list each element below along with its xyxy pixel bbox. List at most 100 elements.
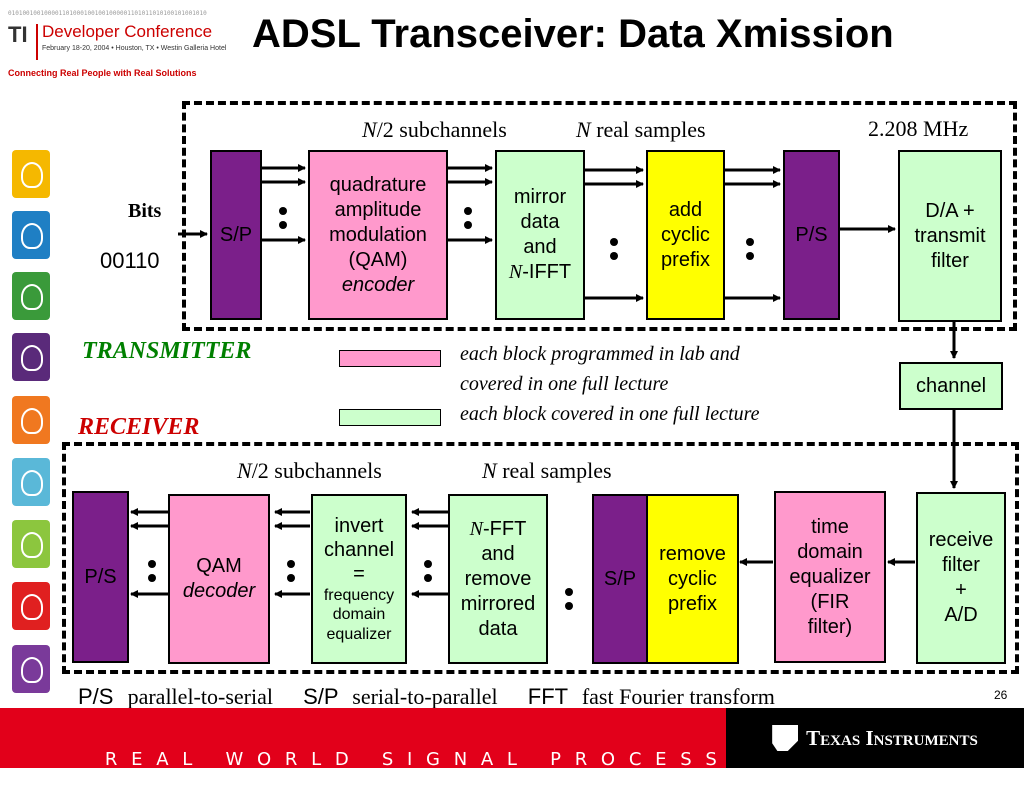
legend-pink-swatch xyxy=(339,350,441,367)
rx-remove-cyclic-prefix-block: remove cyclic prefix xyxy=(646,494,739,664)
logo-title: Developer Conference xyxy=(42,22,213,41)
tx-mirror-l1: mirror xyxy=(513,186,567,208)
tx-sp-label: S/P xyxy=(219,223,253,246)
rx-fft-l2: and xyxy=(481,542,515,565)
logo-date: February 18-20, 2004 • Houston, TX • Wes… xyxy=(42,45,227,52)
sidebar-icon-4 xyxy=(12,333,50,381)
logo-tagline: Connecting Real People with Real Solutio… xyxy=(8,68,197,78)
tx-mirror-l3: and xyxy=(523,236,557,258)
channel-label: channel xyxy=(915,374,987,397)
page-number: 26 xyxy=(994,688,1008,702)
tx-samples-label: N real samples xyxy=(576,117,706,143)
rx-inv-l4: frequency xyxy=(323,587,395,605)
logo-ti: TI xyxy=(8,22,28,47)
conference-logo: 0101001001000011010001001001000001101011… xyxy=(8,2,228,82)
legend-pink-text-2: covered in one full lecture xyxy=(460,373,669,395)
rx-rf-l2: filter xyxy=(942,554,980,576)
sidebar-icon-6 xyxy=(12,458,50,506)
tx-qam-encoder-block: quadrature amplitude modulation (QAM) en… xyxy=(308,150,448,320)
tx-sp-block: S/P xyxy=(210,150,262,320)
rx-receive-filter-block: receive filter + A/D xyxy=(916,492,1006,664)
rx-rf-l3: + xyxy=(955,579,967,601)
bits-label: Bits xyxy=(128,200,162,222)
page-title: ADSL Transceiver: Data Xmission xyxy=(252,12,894,56)
rx-subchannels-text: /2 subchannels xyxy=(251,458,382,483)
rx-fft-l3: remove xyxy=(464,567,532,590)
ti-logo-text: Texas Instruments xyxy=(806,725,978,750)
rx-fft-l5: data xyxy=(478,617,518,640)
rx-fft-text: -FFT xyxy=(483,517,527,540)
bits-value: 00110 xyxy=(100,248,160,273)
tx-qam-l5: encoder xyxy=(341,273,415,296)
rx-rcp-l3: prefix xyxy=(668,592,717,615)
rx-inv-l2: channel xyxy=(323,539,395,562)
logo-divider xyxy=(36,24,38,60)
ti-logo-area: Texas Instruments xyxy=(726,708,1024,768)
tx-samples-n: N xyxy=(576,117,591,142)
tx-da-l1: D/A + xyxy=(925,199,975,222)
rx-rcp-l1: remove xyxy=(659,542,726,565)
tx-mirror-ifft: -IFFT xyxy=(522,261,572,283)
tx-subchannels-label: N/2 subchannels xyxy=(362,117,507,143)
rx-teq-l1: time xyxy=(811,515,849,538)
sidebar-icon-5 xyxy=(12,396,50,444)
tx-qam-l4: (QAM) xyxy=(348,248,408,271)
logo-binary-strip: 0101001001000011010001001001000001101011… xyxy=(8,10,207,17)
tx-da-l2: transmit xyxy=(914,224,986,247)
rx-dots-4 xyxy=(565,588,575,616)
tx-dots-3 xyxy=(610,238,620,266)
legend-green-text: each block covered in one full lecture xyxy=(460,403,760,425)
footer-tagline-text: R E A L W O R L D S I G N A L P R O C E … xyxy=(104,749,795,770)
rx-dots-1 xyxy=(148,560,158,588)
rx-qam-decoder-block: QAM decoder xyxy=(168,494,270,664)
tx-cp-l3: prefix xyxy=(661,248,710,271)
tx-qam-l2: amplitude xyxy=(334,198,422,221)
legend-green-swatch xyxy=(339,409,441,426)
rx-fft-block: N-FFT and remove mirrored data xyxy=(448,494,548,664)
channel-block: channel xyxy=(899,362,1003,410)
rx-ps-block: P/S xyxy=(72,491,129,663)
rx-sp-label: S/P xyxy=(603,567,637,590)
rx-subchannels-n: N xyxy=(237,458,252,483)
rx-dots-3 xyxy=(424,560,434,588)
tx-mirror-l2: data xyxy=(520,211,560,233)
ti-logo-icon xyxy=(772,725,799,751)
rx-qam-l2: decoder xyxy=(182,580,256,602)
tx-frequency-label: 2.208 MHz xyxy=(868,116,969,141)
tx-ps-block: P/S xyxy=(783,150,840,320)
rx-rf-l1: receive xyxy=(928,529,994,551)
receiver-section-label: RECEIVER xyxy=(78,414,200,440)
def-fft-abbr: FFT xyxy=(527,684,568,709)
tx-mirror-ifft-block: mirror data and N-IFFT xyxy=(495,150,585,320)
rx-teq-l3: equalizer xyxy=(789,565,871,588)
sidebar-icon-3 xyxy=(12,272,50,320)
tx-mirror-l4: N-IFFT xyxy=(509,260,571,285)
def-fft-text: fast Fourier transform xyxy=(581,684,775,709)
def-ps-abbr: P/S xyxy=(78,684,114,709)
tx-qam-l3: modulation xyxy=(329,223,427,246)
def-ps-text: parallel-to-serial xyxy=(127,684,273,709)
tx-da-filter-block: D/A + transmit filter xyxy=(898,150,1002,322)
tx-ps-label: P/S xyxy=(795,223,828,246)
sidebar-icon-1 xyxy=(12,150,50,198)
rx-ps-label: P/S xyxy=(84,565,117,588)
transmitter-box xyxy=(182,101,1017,331)
rx-dots-2 xyxy=(287,560,297,588)
sidebar-icon-2 xyxy=(12,211,50,259)
tx-add-cyclic-prefix-block: add cyclic prefix xyxy=(646,150,725,320)
sidebar-icon-7 xyxy=(12,520,50,568)
abbreviation-definitions: P/S parallel-to-serial S/P serial-to-par… xyxy=(78,684,775,710)
tx-mirror-n: N xyxy=(508,261,523,283)
rx-fft-n: N xyxy=(469,517,484,540)
rx-fft-l1: N-FFT xyxy=(470,517,527,542)
tx-cp-l2: cyclic xyxy=(661,223,710,246)
rx-time-domain-equalizer-block: time domain equalizer (FIR filter) xyxy=(774,491,886,663)
rx-rf-l4: A/D xyxy=(944,604,978,626)
rx-teq-l4: (FIR xyxy=(810,590,850,613)
tx-da-l3: filter xyxy=(931,249,969,272)
rx-qam-l1: QAM xyxy=(196,555,242,577)
rx-inv-l6: equalizer xyxy=(326,625,392,643)
def-sp-text: serial-to-parallel xyxy=(352,684,498,709)
tx-dots-1 xyxy=(279,207,289,235)
footer-bar: R E A L W O R L D S I G N A L P R O C E … xyxy=(0,708,1024,770)
